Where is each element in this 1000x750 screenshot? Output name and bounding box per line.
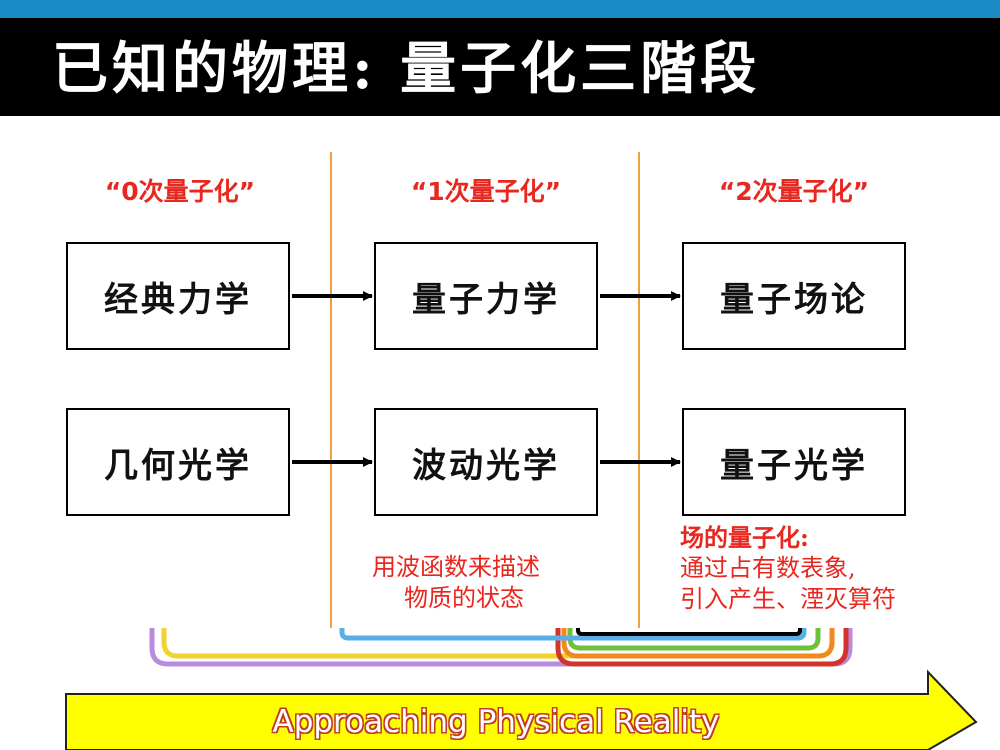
box-geometric-optics: 几何光学 <box>66 408 290 516</box>
top-accent-strip <box>0 0 1000 18</box>
stage-divider-2 <box>638 152 640 628</box>
title-bar <box>0 18 1000 116</box>
arc-green <box>567 628 821 651</box>
arc-black <box>576 628 802 636</box>
box-quantum-field-theory: 量子场论 <box>682 242 906 350</box>
box-quantum-mechanics: 量子力学 <box>374 242 598 350</box>
note-first-quantization: 用波函数来描述 物质的状态 <box>372 552 540 614</box>
arc-blue <box>339 628 807 641</box>
stage-label-1: “1次量子化” <box>410 177 562 206</box>
stage-label-2: “2次量子化” <box>718 177 870 206</box>
box-quantum-optics: 量子光学 <box>682 408 906 516</box>
note-first-line1: 用波函数来描述 <box>372 553 540 581</box>
note-second-line2: 引入产生、湮灭算符 <box>680 585 896 613</box>
stage-divider-1 <box>330 152 332 628</box>
banner-text: Approaching Physical Reality <box>272 704 720 740</box>
arc-purple <box>149 628 853 667</box>
note-second-heading: 场的量子化: <box>680 523 809 552</box>
arc-red <box>555 628 849 667</box>
note-first-line2: 物质的状态 <box>404 584 524 612</box>
banner-arrow <box>65 669 978 750</box>
page-title: 已知的物理: 量子化三階段 <box>52 36 761 102</box>
box-wave-optics: 波动光学 <box>374 408 598 516</box>
box-classical-mechanics: 经典力学 <box>66 242 290 350</box>
note-second-line1: 通过占有数表象, <box>680 554 856 582</box>
stage-label-0: “0次量子化” <box>104 177 256 206</box>
arc-orange <box>561 628 835 659</box>
note-second-quantization: 场的量子化: 通过占有数表象, 引入产生、湮灭算符 <box>680 522 896 615</box>
